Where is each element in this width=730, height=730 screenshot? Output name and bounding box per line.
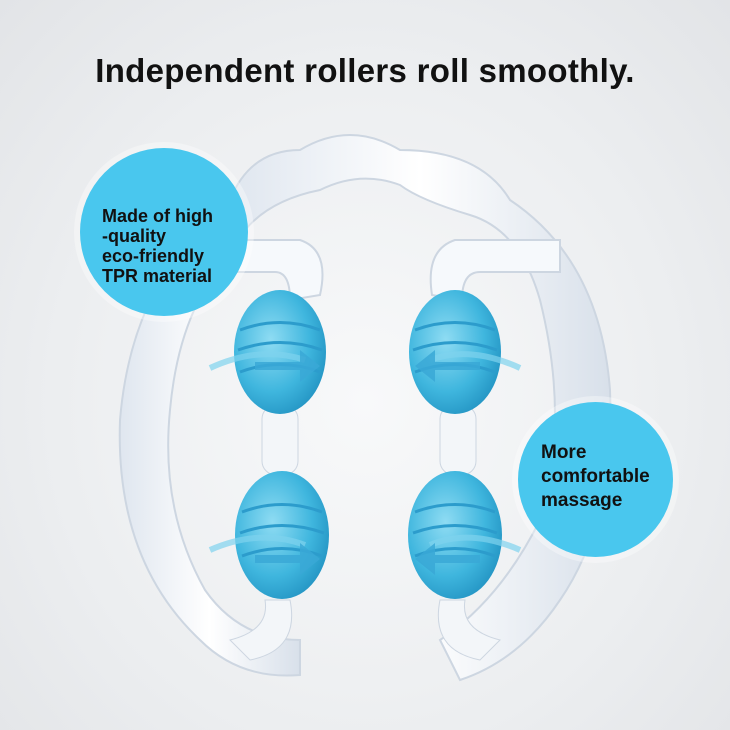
arrow-right-icon [255,543,320,575]
callout-material: Made of high -quality eco-friendly TPR m… [80,148,248,316]
callout-material-line: eco-friendly [102,246,205,266]
callout-material-line: TPR material [102,266,213,286]
callout-comfort-line: More [541,442,587,463]
arrow-left-icon [415,543,480,575]
bottom-arm-left [229,599,293,661]
callout-material-line: Made of high [102,206,213,226]
axle-left [261,404,299,476]
arrow-right-icon [255,350,320,382]
callout-comfort-line: massage [541,490,623,511]
frame-loop [228,134,612,682]
headline: Independent rollers roll smoothly. [95,52,635,89]
axle-right [439,404,477,476]
bottom-arm-right [437,599,501,661]
roller-bottom-left [208,471,329,599]
roller-top-right [409,290,522,414]
callout-comfort: More comfortable massage [518,402,673,557]
callout-material-line: -quality [102,226,167,246]
callout-comfort-line: comfortable [541,466,650,487]
roller-top-left [208,290,326,414]
frame-left-arm [118,228,301,677]
arrow-left-icon [415,350,480,382]
